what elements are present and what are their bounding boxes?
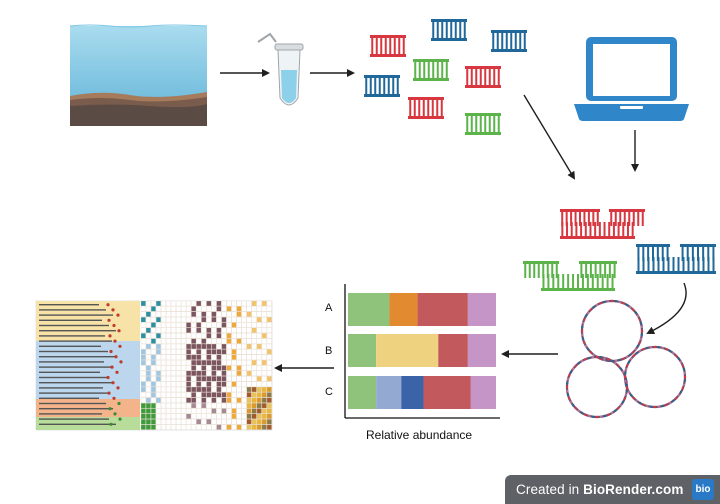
dna-fragment bbox=[680, 244, 716, 261]
dna-fragment bbox=[560, 222, 635, 239]
abundance-segment bbox=[470, 376, 496, 409]
dna-fragment bbox=[523, 261, 559, 278]
abundance-segment bbox=[376, 376, 402, 409]
abundance-segment bbox=[438, 334, 468, 367]
chart-x-label: Relative abundance bbox=[366, 428, 473, 442]
heatmap-icon bbox=[35, 300, 273, 431]
dna-fragment bbox=[408, 97, 444, 119]
dna-fragment bbox=[541, 274, 615, 291]
badge-prefix: Created in bbox=[516, 482, 584, 497]
chart-row-label-b: B bbox=[325, 345, 333, 357]
genome-circles bbox=[565, 299, 687, 419]
arrow-dna-to-assembly bbox=[523, 94, 576, 180]
genome-circle-icon bbox=[565, 355, 629, 419]
arrow-assembly-to-genomes bbox=[646, 282, 687, 334]
abundance-segment bbox=[467, 293, 496, 326]
sample-tube-icon bbox=[257, 32, 304, 106]
abundance-segment bbox=[417, 293, 468, 326]
water-sediment-icon bbox=[69, 24, 208, 126]
genome-circle-icon bbox=[580, 299, 644, 363]
abundance-segment bbox=[401, 376, 424, 409]
dna-fragment bbox=[465, 66, 501, 88]
badge-text: Created in BioRender.com bbox=[516, 482, 683, 497]
abundance-segment bbox=[423, 376, 471, 409]
badge-brand: BioRender.com bbox=[583, 482, 684, 497]
biorender-badge[interactable]: Created in BioRender.com bio bbox=[505, 475, 720, 504]
dna-fragments-icon bbox=[364, 19, 527, 135]
dna-fragment bbox=[370, 35, 406, 57]
dna-fragment bbox=[413, 59, 449, 81]
biorender-logo-icon: bio bbox=[692, 479, 714, 500]
abundance-segment bbox=[348, 376, 377, 409]
dna-fragment bbox=[609, 209, 645, 226]
abundance-segment bbox=[348, 334, 377, 367]
dna-fragment bbox=[491, 30, 527, 52]
dna-fragment bbox=[560, 209, 600, 226]
dna-fragment bbox=[636, 257, 716, 274]
abundance-segment bbox=[389, 293, 418, 326]
abundance-segment bbox=[376, 334, 439, 367]
genome-circle-icon bbox=[623, 345, 687, 409]
dna-fragment bbox=[465, 113, 501, 135]
abundance-segment bbox=[348, 293, 390, 326]
laptop-icon bbox=[574, 37, 689, 121]
dna-fragment bbox=[431, 19, 467, 41]
abundance-segment bbox=[467, 334, 496, 367]
dna-fragment bbox=[364, 75, 400, 97]
dna-fragment bbox=[636, 244, 670, 261]
chart-row-label-c: C bbox=[325, 386, 333, 398]
dna-assembly-icon bbox=[523, 209, 716, 291]
chart-row-label-a: A bbox=[325, 302, 333, 314]
abundance-chart bbox=[344, 284, 500, 419]
dna-fragment bbox=[579, 261, 617, 278]
